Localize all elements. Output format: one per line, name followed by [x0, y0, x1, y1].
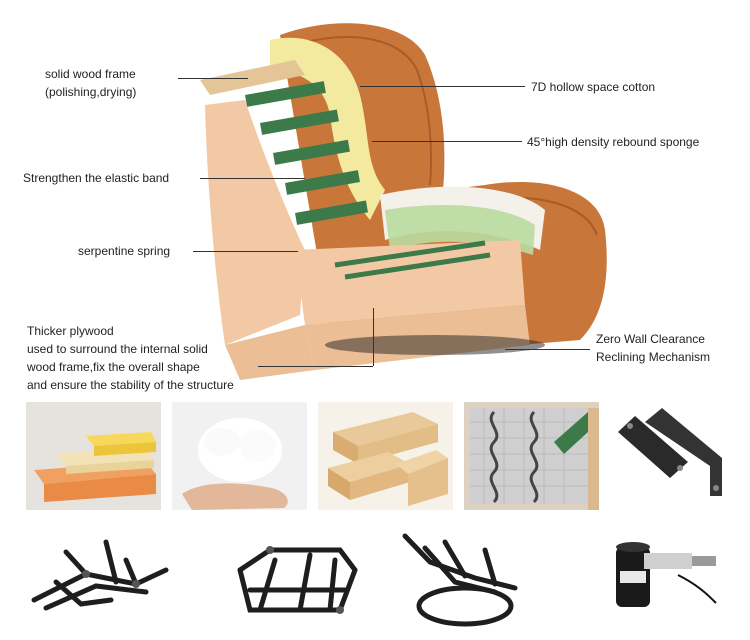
label-elastic-band: Strengthen the elastic band	[23, 171, 170, 185]
foam-layers-photo	[26, 402, 161, 510]
leader-serpentine-spring	[193, 251, 298, 252]
label-mechanism-2: Reclining Mechanism	[596, 350, 711, 364]
leader-elastic-band	[200, 178, 305, 179]
chair-cutaway-illustration	[185, 15, 615, 385]
leader-solid-wood-frame	[178, 78, 248, 79]
label-solid-wood-frame-sub: (polishing,drying)	[45, 85, 137, 99]
label-plywood-4: and ensure the stability of the structur…	[27, 378, 234, 392]
mechanism-photo-1	[26, 512, 176, 640]
leader-mechanism	[505, 349, 590, 350]
cotton-photo	[172, 402, 307, 510]
mechanism-photo-3	[395, 522, 527, 634]
label-plywood-3: wood frame,fix the overall shape	[27, 360, 200, 374]
brackets-photo	[610, 402, 730, 510]
label-solid-wood-frame: solid wood frame	[45, 67, 136, 81]
label-serpentine-spring: serpentine spring	[78, 244, 171, 258]
leader-sponge	[372, 141, 522, 142]
label-sponge: 45°high density rebound sponge	[527, 135, 700, 149]
label-plywood: Thicker plywood	[27, 324, 114, 338]
leader-plywood	[258, 366, 373, 367]
label-mechanism: Zero Wall Clearance	[596, 332, 705, 346]
motor-photo	[598, 525, 722, 625]
mechanism-photo-2	[230, 520, 362, 632]
wood-planks-photo	[318, 402, 453, 510]
label-cotton: 7D hollow space cotton	[531, 80, 656, 94]
leader-plywood-vertical	[373, 308, 374, 366]
spring-photo	[464, 402, 599, 510]
leader-cotton	[360, 86, 525, 87]
label-plywood-2: used to surround the internal solid	[27, 342, 208, 356]
